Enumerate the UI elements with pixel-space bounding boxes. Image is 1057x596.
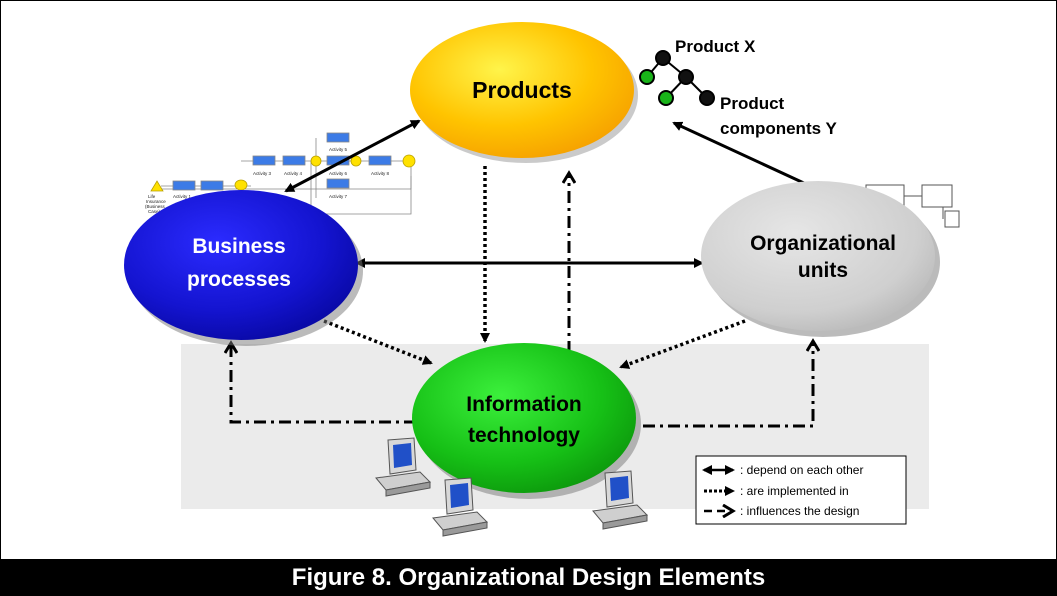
- activity-label: Activity 7: [329, 194, 348, 199]
- computer-icon: [432, 477, 489, 537]
- organizational-units-label-line2: units: [798, 259, 848, 282]
- relationship-arrows: [231, 119, 821, 428]
- influences-arrow-it-org: [643, 341, 813, 428]
- legend-depend-label: : depend on each other: [740, 463, 863, 477]
- products-node: Products: [410, 22, 638, 163]
- depend-arrow-products-org: [672, 121, 821, 192]
- event-label: Case): [148, 209, 161, 214]
- business-processes-node: Business processes: [124, 190, 363, 346]
- activity-label: Activity 3: [253, 171, 272, 176]
- activity-label: Activity 6: [329, 171, 348, 176]
- information-technology-node: Information technology: [412, 343, 641, 499]
- legend: : depend on each other : are implemented…: [695, 455, 907, 525]
- legend-implemented-label: : are implemented in: [740, 484, 849, 498]
- activity-label: Activity 4: [284, 171, 303, 176]
- org-chart-thumbnail: [865, 184, 960, 228]
- activity-label: Activity 8: [371, 171, 390, 176]
- depend-arrow-business-products: [284, 119, 421, 193]
- business-processes-label-line2: processes: [187, 268, 291, 291]
- business-processes-label-line1: Business: [192, 235, 285, 258]
- event-label: Insurance: [146, 199, 166, 204]
- product-components-label-line2: components Y: [720, 119, 837, 138]
- activity-label: Activity 1: [173, 194, 192, 199]
- organizational-units-label-line1: Organizational: [750, 232, 896, 255]
- product-tree-icon: [639, 50, 715, 106]
- implemented-arrow-business-it: [323, 319, 433, 365]
- event-label: Life: [148, 194, 156, 199]
- product-x-label: Product X: [675, 37, 756, 56]
- influences-arrow-it-business: [231, 343, 416, 424]
- computer-icon: [375, 437, 432, 497]
- event-label: (Business: [145, 204, 166, 209]
- figure-caption: Figure 8. Organizational Design Elements: [0, 559, 1057, 596]
- computer-icon: [592, 470, 649, 530]
- implemented-arrow-org-it: [619, 319, 746, 369]
- products-label: Products: [472, 77, 572, 103]
- activity-label: Activity 5: [329, 147, 348, 152]
- organizational-units-node: Organizational units: [701, 181, 940, 337]
- legend-influences-label: : influences the design: [740, 504, 859, 518]
- product-components-label-line1: Product: [720, 94, 785, 113]
- information-technology-label-line1: Information: [466, 393, 582, 416]
- information-technology-label-line2: technology: [468, 424, 580, 447]
